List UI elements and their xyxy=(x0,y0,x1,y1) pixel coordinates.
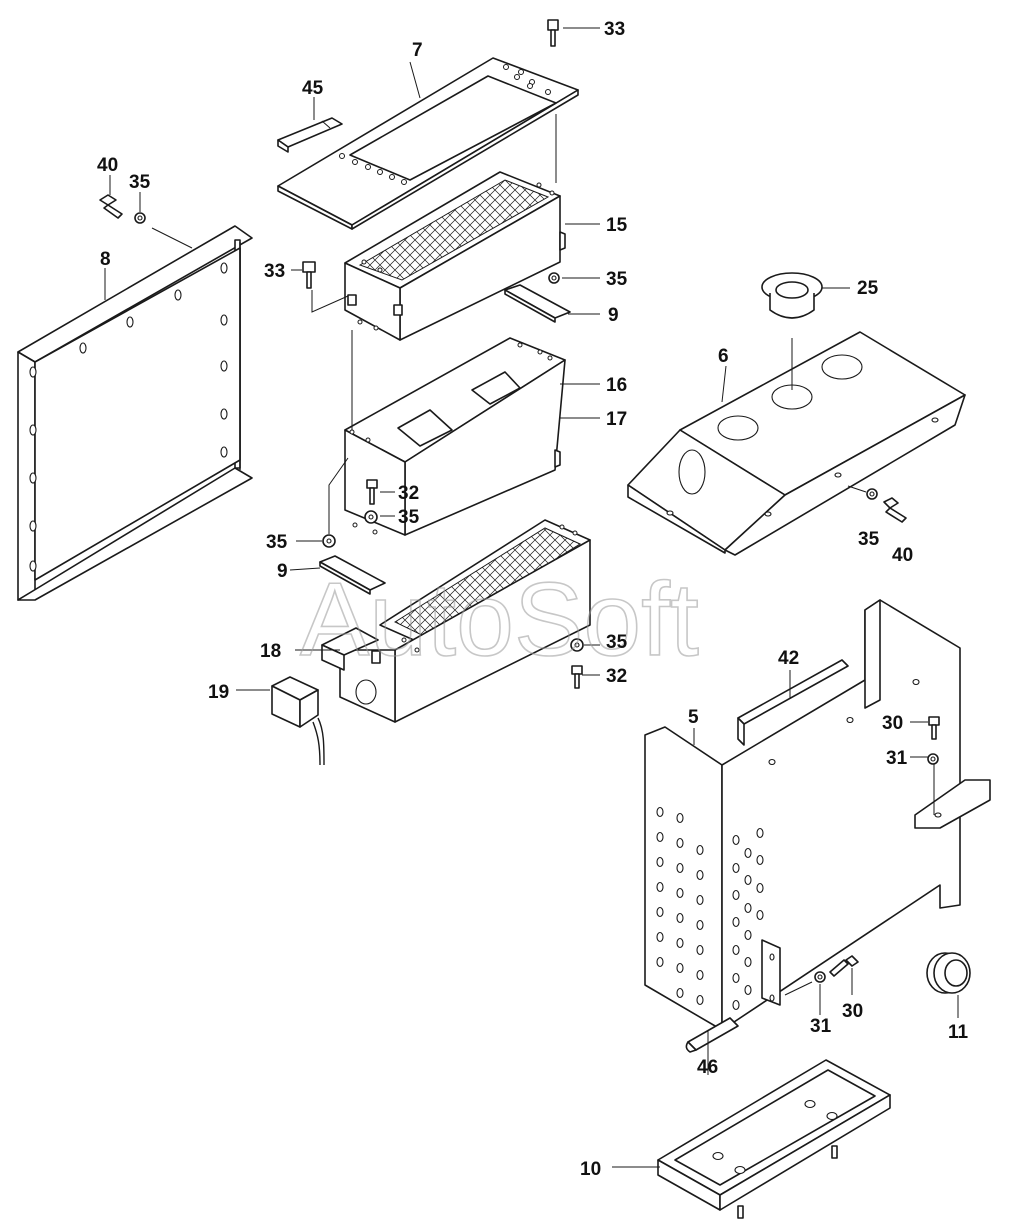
callout-35: 35 xyxy=(858,529,880,550)
callout-46: 46 xyxy=(697,1057,718,1078)
bolt-32-middle xyxy=(366,479,378,505)
callout-5: 5 xyxy=(688,707,699,728)
callout-11: 11 xyxy=(948,1022,969,1043)
callout-35: 35 xyxy=(606,269,628,290)
callout-40: 40 xyxy=(97,155,118,176)
assembly-guide-lines xyxy=(151,114,935,996)
callout-45: 45 xyxy=(302,78,324,99)
callout-35: 35 xyxy=(398,507,420,528)
callout-9: 9 xyxy=(277,561,288,582)
part-9-lower-strap xyxy=(319,555,386,595)
part-18-lower-filter-box xyxy=(321,519,591,723)
callout-32: 32 xyxy=(606,666,627,687)
callout-30: 30 xyxy=(882,713,903,734)
bolt-40-top xyxy=(99,194,123,219)
callout-32: 32 xyxy=(398,483,419,504)
callout-35: 35 xyxy=(129,172,151,193)
callout-8: 8 xyxy=(100,249,111,270)
bolt-30-upper xyxy=(928,716,940,740)
nut-31-lower xyxy=(814,971,826,983)
bolt-40-hood xyxy=(883,497,907,523)
part-5-housing xyxy=(644,599,991,1031)
callout-31: 31 xyxy=(886,748,908,769)
part-11-grommet xyxy=(926,952,971,994)
part-8-side-frame xyxy=(17,225,253,601)
nut-35-top xyxy=(134,212,146,224)
part-45-strip xyxy=(277,117,343,153)
part-25-cap xyxy=(761,272,823,319)
callout-35: 35 xyxy=(266,532,288,553)
callout-31: 31 xyxy=(810,1016,832,1037)
callout-35: 35 xyxy=(606,632,628,653)
bolt-30-lower xyxy=(829,955,859,977)
callout-25: 25 xyxy=(857,278,879,299)
nut-31-upper xyxy=(927,753,939,765)
callout-17: 17 xyxy=(606,409,627,430)
callout-7: 7 xyxy=(412,40,423,61)
part-16-17-middle-box xyxy=(344,337,566,536)
callout-6: 6 xyxy=(718,346,729,367)
nut-35-hood xyxy=(866,488,878,500)
part-6-hood xyxy=(627,331,966,556)
part-46-strip xyxy=(685,1017,739,1053)
callout-10: 10 xyxy=(580,1159,601,1180)
callout-18: 18 xyxy=(260,641,281,662)
callout-leaders xyxy=(104,27,959,1168)
callout-9: 9 xyxy=(608,305,619,326)
callout-40: 40 xyxy=(892,545,913,566)
part-9-upper-strap xyxy=(504,284,571,323)
nut-35-right xyxy=(570,638,584,652)
callout-15: 15 xyxy=(606,215,628,236)
bolt-33-top xyxy=(547,19,559,47)
part-7-top-cover xyxy=(277,57,579,230)
callout-33: 33 xyxy=(264,261,285,282)
callout-42: 42 xyxy=(778,648,799,669)
nut-35-left xyxy=(322,534,336,548)
callout-19: 19 xyxy=(208,682,229,703)
part-10-tray xyxy=(657,1059,891,1219)
callout-16: 16 xyxy=(606,375,627,396)
nut-35-middle xyxy=(364,510,378,524)
callout-30: 30 xyxy=(842,1001,863,1022)
watermark-text: AutoSoft xyxy=(300,562,699,678)
bolt-32-right xyxy=(571,665,583,689)
callout-33: 33 xyxy=(604,19,625,40)
nut-35-upper xyxy=(548,272,560,284)
part-15-upper-filter-box xyxy=(344,171,566,341)
bolt-33-left xyxy=(302,261,316,289)
part-19-sensor xyxy=(271,676,325,766)
callout-labels: 33 7 45 40 35 15 8 33 35 25 9 6 16 17 32… xyxy=(97,19,969,1180)
